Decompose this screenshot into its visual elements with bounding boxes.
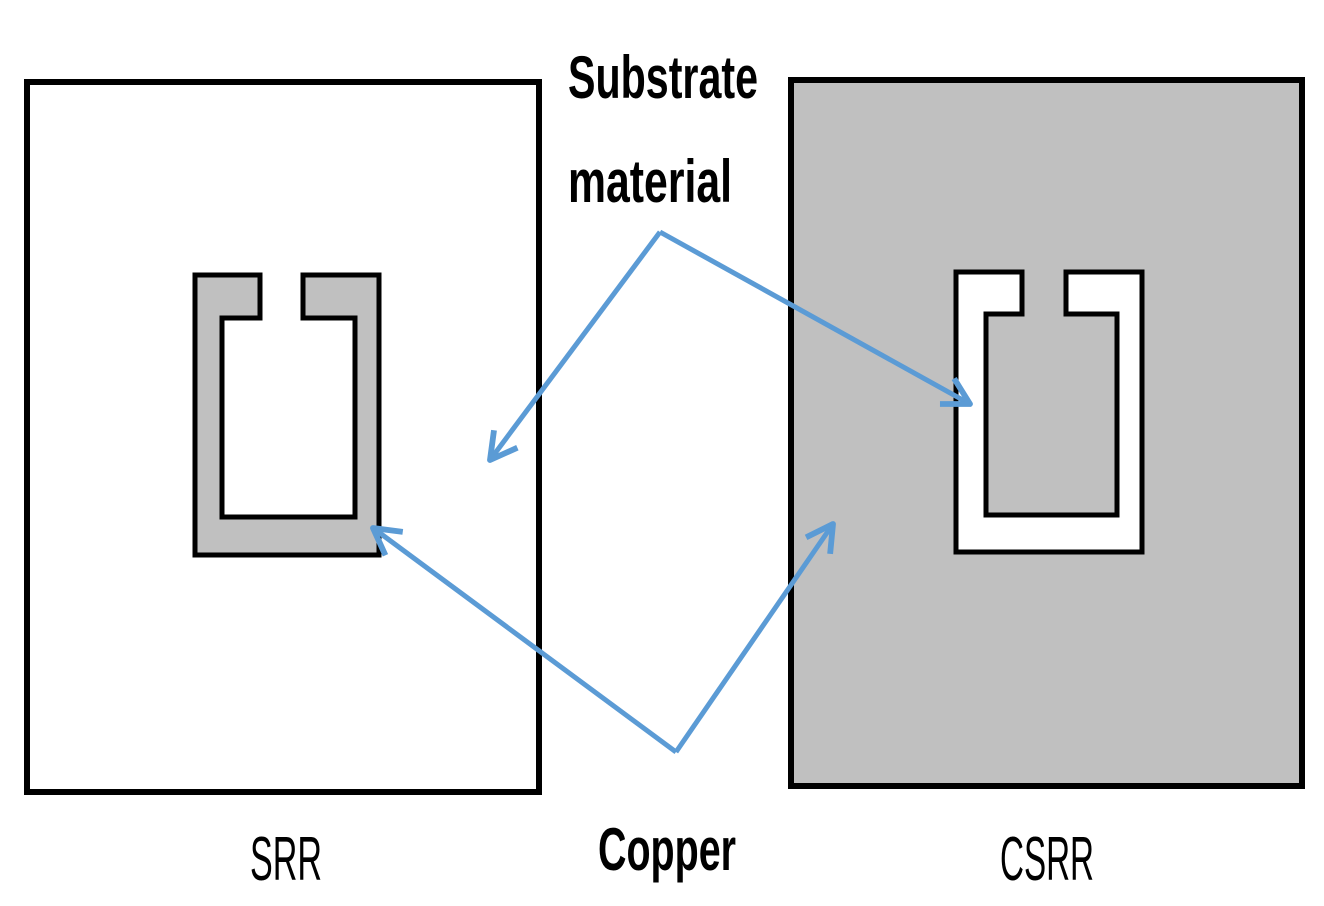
- csrr-label: CSRR: [1000, 825, 1094, 894]
- srr-substrate: [24, 79, 542, 795]
- copper-arrows: [370, 521, 836, 755]
- srr-label: SRR: [250, 825, 322, 894]
- csrr-panel: [788, 77, 1305, 789]
- copper-arrow-to-srr: [370, 525, 678, 755]
- substrate-label: Substrate material: [566, 38, 762, 215]
- copper-label: Copper: [598, 816, 736, 883]
- substrate-label-line2: material: [568, 148, 732, 215]
- substrate-arrow-to-csrr: [658, 229, 973, 407]
- copper-arrow-to-csrr: [673, 521, 836, 754]
- csrr-copper: [788, 77, 1305, 789]
- substrate-arrows: [487, 229, 973, 463]
- substrate-arrow-to-srr: [487, 230, 663, 463]
- csrr-ring-slot: [953, 269, 1145, 555]
- substrate-label-line1: Substrate: [568, 44, 758, 111]
- srr-panel: [24, 79, 542, 795]
